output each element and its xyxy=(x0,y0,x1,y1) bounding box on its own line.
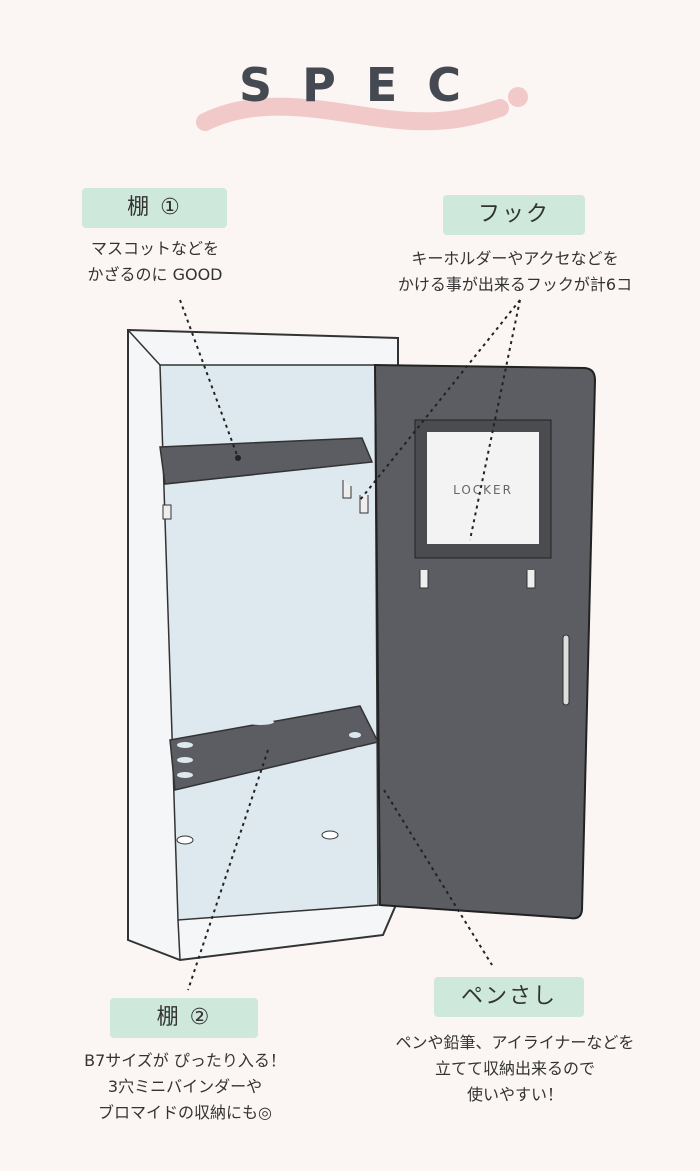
shelf-1 xyxy=(159,437,374,485)
hook-icon xyxy=(526,570,536,589)
hook-icon xyxy=(342,480,352,499)
door-handle xyxy=(562,634,570,706)
title-dot xyxy=(508,87,528,107)
desc-line: かざるのに GOOD xyxy=(87,265,223,284)
tag-hook: フック xyxy=(443,195,585,235)
desc-shelf-2: B7サイズが ぴったり入る！ 3穴ミニバインダーや ブロマイドの収納にも◎ xyxy=(40,1048,330,1126)
desc-pen-holder: ペンや鉛筆、アイライナーなどを 立てて収納出来るので 使いやすい！ xyxy=(370,1030,660,1108)
leader-lines xyxy=(179,299,521,991)
tag-shelf-1: 棚 ① xyxy=(82,188,227,228)
door-sign-text: LOCKER xyxy=(453,483,513,497)
desc-line: ペンや鉛筆、アイライナーなどを xyxy=(395,1033,635,1052)
desc-line: 3穴ミニバインダーや xyxy=(107,1077,263,1096)
tag-pen-holder: ペンさし xyxy=(434,977,584,1017)
hook-icon xyxy=(359,495,369,514)
desc-shelf-1: マスコットなどを かざるのに GOOD xyxy=(40,236,270,288)
desc-line: マスコットなどを xyxy=(90,239,219,258)
desc-line: B7サイズが ぴったり入る！ xyxy=(84,1051,286,1070)
desc-hook: キーホルダーやアクセなどを かける事が出来るフックが計6コ xyxy=(360,246,670,298)
page-title: SPEC xyxy=(238,58,492,112)
title-wave xyxy=(196,97,509,131)
desc-line: ブロマイドの収納にも◎ xyxy=(98,1103,272,1122)
desc-line: キーホルダーやアクセなどを xyxy=(411,249,619,268)
hook-icon xyxy=(419,570,429,589)
desc-line: 立てて収納出来るので xyxy=(434,1059,595,1078)
tag-shelf-2: 棚 ② xyxy=(110,998,258,1038)
desc-line: かける事が出来るフックが計6コ xyxy=(397,275,633,294)
desc-line: 使いやすい！ xyxy=(466,1085,563,1104)
